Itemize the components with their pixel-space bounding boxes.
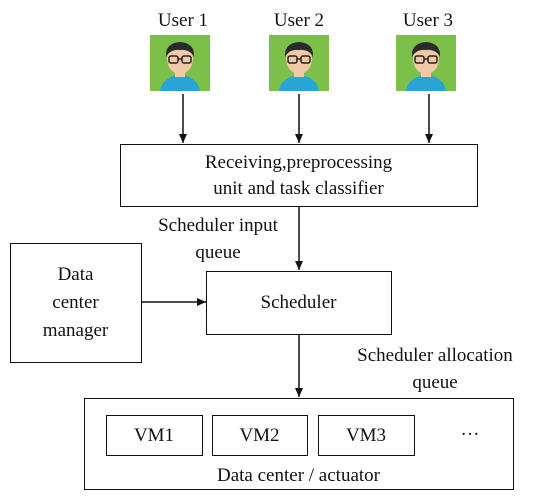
data-center-manager-box: Data center manager <box>10 243 142 363</box>
scheduler-input-queue-line2: queue <box>195 242 241 263</box>
user-2-label: User 2 <box>273 10 325 31</box>
scheduler-allocation-queue-line1: Scheduler allocation <box>357 345 513 366</box>
preprocessor-label-line1: Receiving,preprocessing <box>204 152 393 173</box>
user-3-avatar-icon <box>396 35 456 91</box>
data-center-manager-line2: center <box>52 292 99 313</box>
more-vms-ellipsis: ··· <box>460 424 480 445</box>
vm-1-box: VM1 <box>106 415 203 456</box>
preprocessor-label-line2: unit and task classifier <box>213 178 384 199</box>
vm-1-label: VM1 <box>133 425 175 446</box>
user-1-label: User 1 <box>157 10 209 31</box>
preprocessor-box: Receiving,preprocessing unit and task cl… <box>120 144 478 207</box>
user-3-label: User 3 <box>402 10 454 31</box>
scheduler-label: Scheduler <box>260 292 337 313</box>
scheduler-input-queue-line1: Scheduler input <box>158 215 278 236</box>
vm-2-label: VM2 <box>239 425 280 446</box>
user-1-avatar-icon <box>150 35 210 91</box>
scheduler-allocation-queue-line2: queue <box>412 372 458 393</box>
user-2-avatar-icon <box>269 35 329 91</box>
data-center-box: VM1 VM2 VM3 ··· Data center / actuator <box>84 398 514 490</box>
vm-3-box: VM3 <box>318 415 415 456</box>
data-center-manager-line3: manager <box>42 320 109 341</box>
data-center-manager-line1: Data <box>57 264 94 285</box>
data-center-label: Data center / actuator <box>217 465 380 486</box>
vm-2-box: VM2 <box>212 415 308 456</box>
scheduler-box: Scheduler <box>206 271 392 335</box>
vm-3-label: VM3 <box>345 425 387 446</box>
